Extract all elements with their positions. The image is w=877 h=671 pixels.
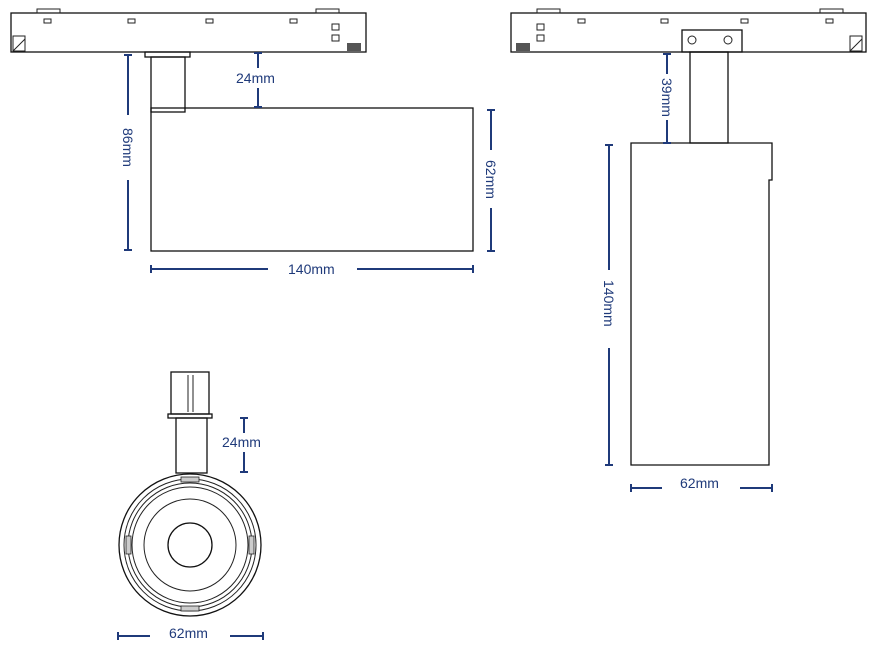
dim-label-front-length: 140mm [601,280,617,327]
dim-front-stem: 39mm [659,53,675,144]
dim-label-front-stem: 39mm [659,78,675,117]
dim-side-total: 86mm [120,54,136,251]
dim-label-front-width: 62mm [680,475,719,491]
light-body-front [630,142,773,466]
dim-front-width: 62mm [630,475,773,492]
lens [167,522,213,568]
track-adapter-front [510,12,867,53]
dim-label-side-head: 62mm [483,160,499,199]
dim-end-stem: 24mm [222,417,261,473]
dim-front-length: 140mm [601,144,617,466]
side-view: 24mm 86mm 62mm 140mm [10,8,499,277]
dim-side-stem: 24mm [236,52,275,108]
dim-side-head: 62mm [483,109,499,252]
track-adapter [10,12,367,53]
dim-label-end-diameter: 62mm [169,625,208,641]
front-view: 39mm 140mm 62mm [510,8,867,492]
dim-side-length: 140mm [150,261,474,277]
dim-label-side-total: 86mm [120,128,136,167]
light-head-side [150,107,474,252]
dim-end-diameter: 62mm [117,625,264,641]
lamp-face [118,473,262,617]
end-view: 24mm 62mm [117,371,264,641]
dim-label-side-length: 140mm [288,261,335,277]
dim-label-end-stem: 24mm [222,434,261,450]
dim-label-side-stem: 24mm [236,70,275,86]
